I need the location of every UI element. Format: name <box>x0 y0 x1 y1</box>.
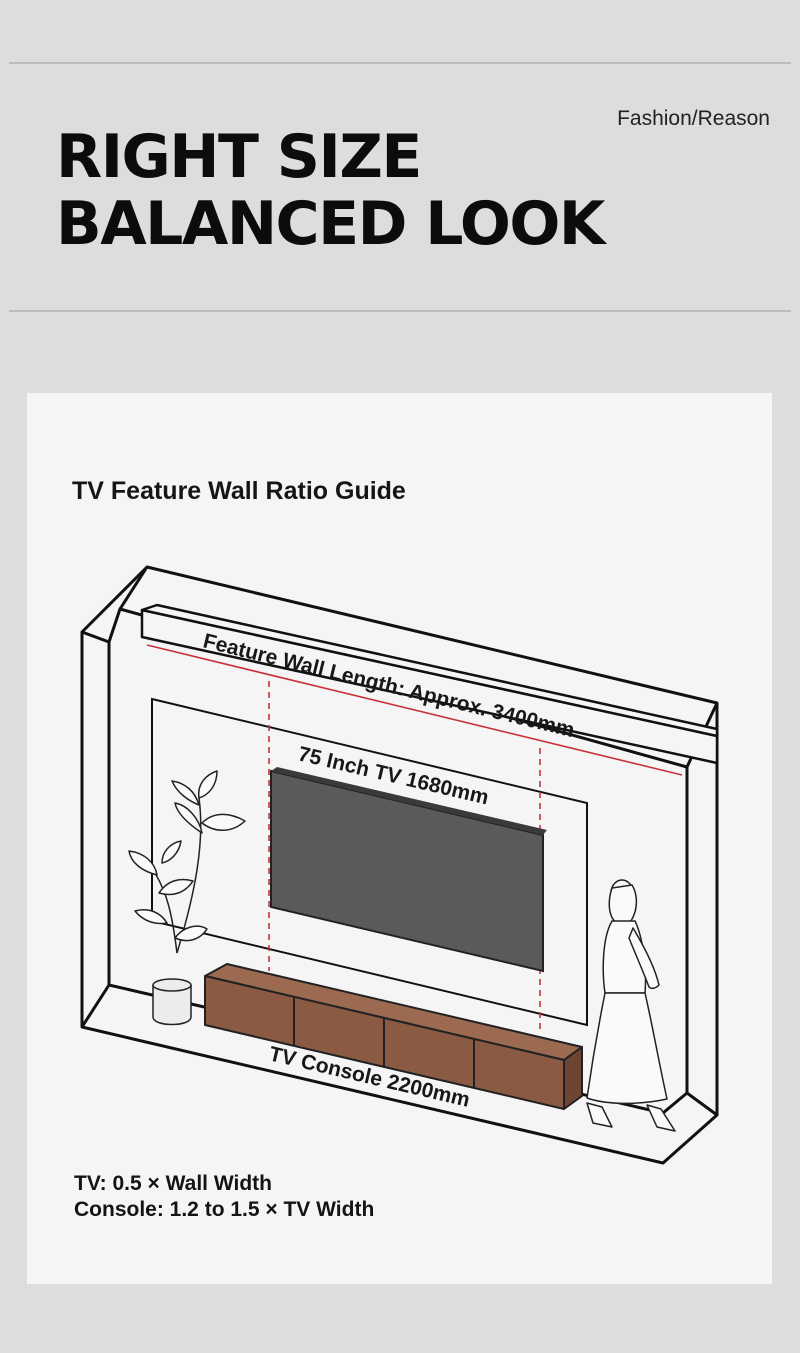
headline-line-2: BALANCED LOOK <box>56 189 605 259</box>
woman-illustration <box>586 879 676 1132</box>
guide-title: TV Feature Wall Ratio Guide <box>72 477 406 505</box>
console-ratio-note: Console: 1.2 to 1.5 × TV Width <box>74 1198 375 1221</box>
top-divider <box>9 62 791 64</box>
tv <box>270 767 547 973</box>
tv-ratio-note: TV: 0.5 × Wall Width <box>74 1172 272 1195</box>
feature-wall-diagram: Feature Wall Length: Approx. 3400mm 75 I… <box>80 565 719 1165</box>
plant-illustration <box>128 770 246 1026</box>
bottom-divider <box>9 310 791 312</box>
ratio-notes: TV: 0.5 × Wall Width Console: 1.2 to 1.5… <box>74 1171 374 1223</box>
brand-name: Fashion/Reason <box>617 107 770 130</box>
bulkhead-band <box>140 603 719 765</box>
tv-console <box>204 963 583 1110</box>
page-headline: RIGHT SIZE BALANCED LOOK <box>56 122 605 259</box>
headline-line-1: RIGHT SIZE <box>56 122 422 192</box>
ratio-guide-card: TV Feature Wall Ratio Guide <box>27 393 772 1284</box>
